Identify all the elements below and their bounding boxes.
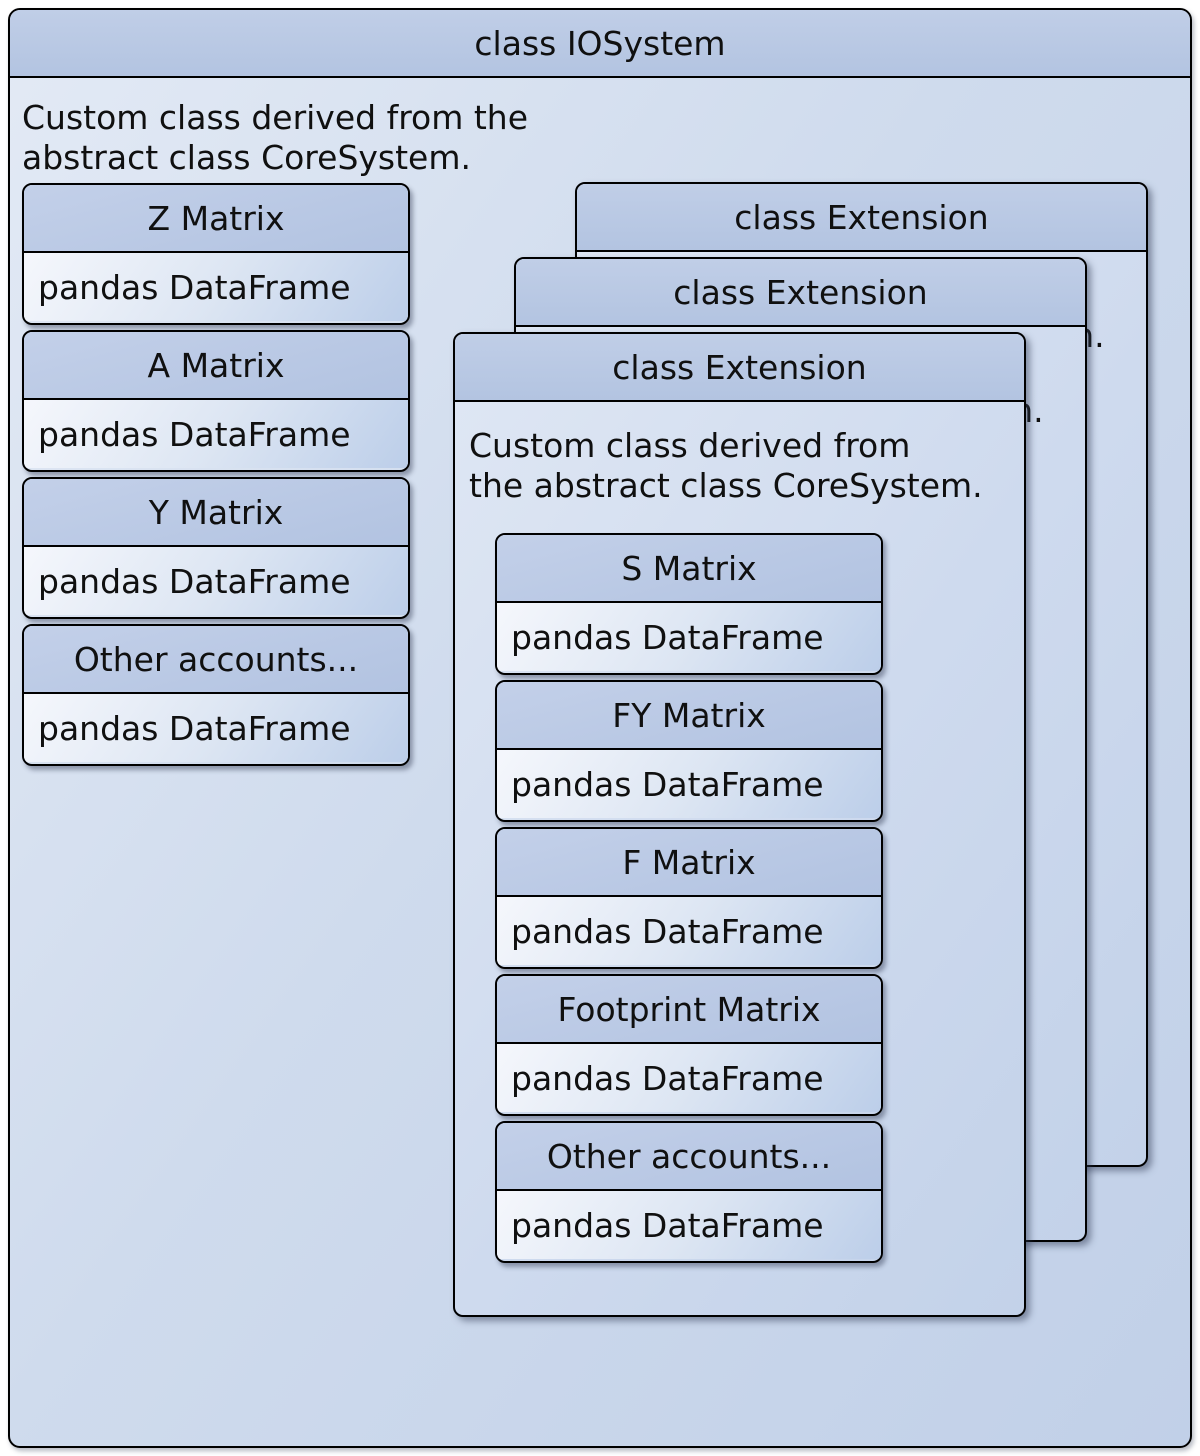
matrix-name: Y Matrix	[24, 479, 408, 547]
extension-title: class Extension	[612, 347, 867, 387]
extension-title: class Extension	[734, 197, 989, 237]
matrix-name: Other accounts...	[497, 1123, 881, 1191]
matrix-card-other: Other accounts... pandas DataFrame	[22, 624, 410, 766]
extension-description-line2: the abstract class CoreSystem.	[469, 466, 983, 505]
matrix-card-s: S Matrix pandas DataFrame	[495, 533, 883, 675]
extension-header: class Extension	[577, 184, 1146, 252]
matrix-card-other: Other accounts... pandas DataFrame	[495, 1121, 883, 1263]
extension-box-front: class Extension Custom class derived fro…	[453, 332, 1026, 1317]
iosystem-description-line2: abstract class CoreSystem.	[22, 138, 471, 177]
extension-header: class Extension	[516, 259, 1085, 327]
matrix-name: Z Matrix	[24, 185, 408, 253]
matrix-name: F Matrix	[497, 829, 881, 897]
matrix-type: pandas DataFrame	[497, 603, 881, 671]
matrix-name: S Matrix	[497, 535, 881, 603]
matrix-type: pandas DataFrame	[24, 547, 408, 615]
extension-description-line1: Custom class derived from	[469, 426, 911, 465]
extension-description: Custom class derived from the abstract c…	[469, 426, 983, 506]
extension-matrix-stack: S Matrix pandas DataFrame FY Matrix pand…	[495, 533, 883, 1268]
matrix-card-y: Y Matrix pandas DataFrame	[22, 477, 410, 619]
matrix-type: pandas DataFrame	[497, 750, 881, 818]
matrix-card-fy: FY Matrix pandas DataFrame	[495, 680, 883, 822]
iosystem-description-line1: Custom class derived from the	[22, 98, 529, 137]
matrix-name: FY Matrix	[497, 682, 881, 750]
matrix-type: pandas DataFrame	[497, 1191, 881, 1259]
matrix-card-footprint: Footprint Matrix pandas DataFrame	[495, 974, 883, 1116]
matrix-name: Footprint Matrix	[497, 976, 881, 1044]
iosystem-matrix-stack: Z Matrix pandas DataFrame A Matrix panda…	[22, 183, 410, 771]
matrix-card-a: A Matrix pandas DataFrame	[22, 330, 410, 472]
matrix-card-f: F Matrix pandas DataFrame	[495, 827, 883, 969]
iosystem-description: Custom class derived from the abstract c…	[22, 98, 528, 178]
iosystem-title: class IOSystem	[474, 23, 726, 63]
matrix-type: pandas DataFrame	[24, 694, 408, 762]
matrix-name: A Matrix	[24, 332, 408, 400]
matrix-name: Other accounts...	[24, 626, 408, 694]
matrix-type: pandas DataFrame	[24, 253, 408, 321]
extension-header: class Extension	[455, 334, 1024, 402]
iosystem-header: class IOSystem	[10, 10, 1190, 78]
matrix-type: pandas DataFrame	[497, 1044, 881, 1112]
matrix-card-z: Z Matrix pandas DataFrame	[22, 183, 410, 325]
extension-title: class Extension	[673, 272, 928, 312]
matrix-type: pandas DataFrame	[24, 400, 408, 468]
matrix-type: pandas DataFrame	[497, 897, 881, 965]
